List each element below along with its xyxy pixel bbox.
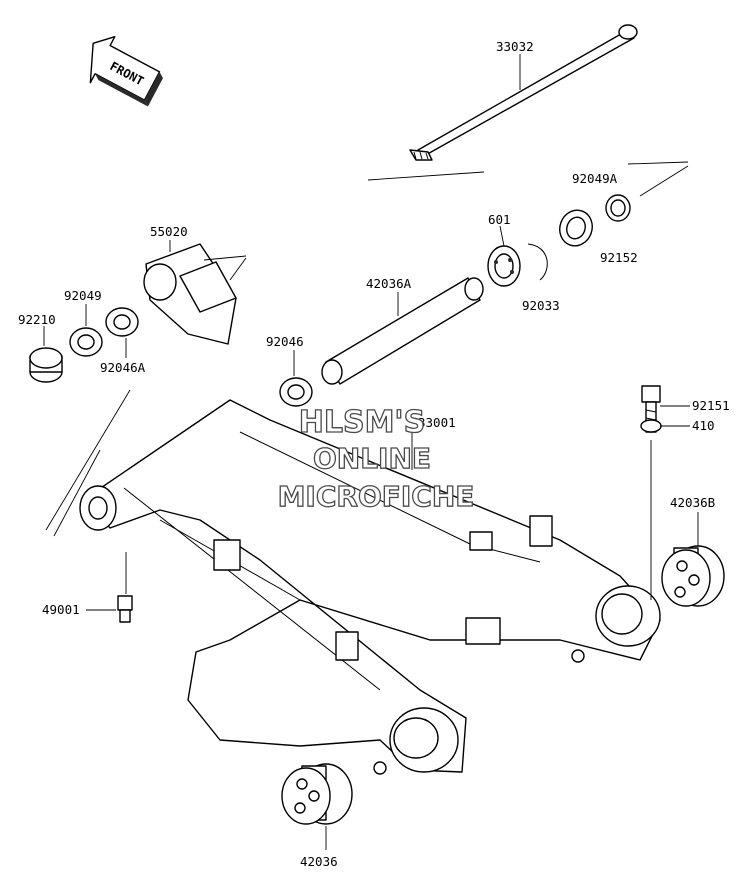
collar-92152 bbox=[605, 194, 631, 222]
eccentric-42036B bbox=[661, 545, 725, 607]
label-410: 410 bbox=[692, 418, 715, 433]
swingarm-33001 bbox=[79, 399, 661, 775]
label-92151: 92151 bbox=[692, 398, 730, 413]
circlip-92033 bbox=[527, 243, 548, 281]
spacer-tube-42036A bbox=[321, 277, 484, 385]
front-arrow-icon: FRONT bbox=[89, 36, 163, 107]
chain-guide-55020 bbox=[143, 243, 237, 345]
label-92046A: 92046A bbox=[100, 360, 146, 375]
label-42036A: 42036A bbox=[366, 276, 412, 291]
watermark-line3: MICROFICHE bbox=[278, 480, 475, 513]
label-42036: 42036 bbox=[300, 854, 338, 869]
label-92046: 92046 bbox=[266, 334, 304, 349]
label-92152: 92152 bbox=[600, 250, 638, 265]
watermark-line1: HLSM'S bbox=[299, 405, 425, 440]
watermark-line2: ONLINE bbox=[313, 442, 431, 475]
label-55020: 55020 bbox=[150, 224, 188, 239]
seal-92049A bbox=[559, 209, 593, 247]
label-92049: 92049 bbox=[64, 288, 102, 303]
label-33032: 33032 bbox=[496, 39, 534, 54]
needle-bearing-92046 bbox=[279, 377, 313, 407]
label-601: 601 bbox=[488, 212, 511, 227]
needle-bearing-92046A bbox=[105, 307, 139, 337]
bearing-601 bbox=[487, 245, 521, 287]
label-92210: 92210 bbox=[18, 312, 56, 327]
pivot-shaft-33032 bbox=[409, 24, 638, 161]
eccentric-42036 bbox=[281, 763, 353, 825]
label-33001: 33001 bbox=[418, 415, 456, 430]
label-42036B: 42036B bbox=[670, 495, 715, 510]
collar-92210 bbox=[29, 347, 63, 383]
grease-fitting-49001 bbox=[117, 595, 133, 623]
watermark: HLSM'S ONLINE MICROFICHE bbox=[277, 404, 475, 513]
label-49001: 49001 bbox=[42, 602, 80, 617]
label-92049A: 92049A bbox=[572, 171, 618, 186]
washer-410 bbox=[640, 419, 662, 433]
label-92033: 92033 bbox=[522, 298, 560, 313]
seal-92049 bbox=[69, 327, 103, 357]
